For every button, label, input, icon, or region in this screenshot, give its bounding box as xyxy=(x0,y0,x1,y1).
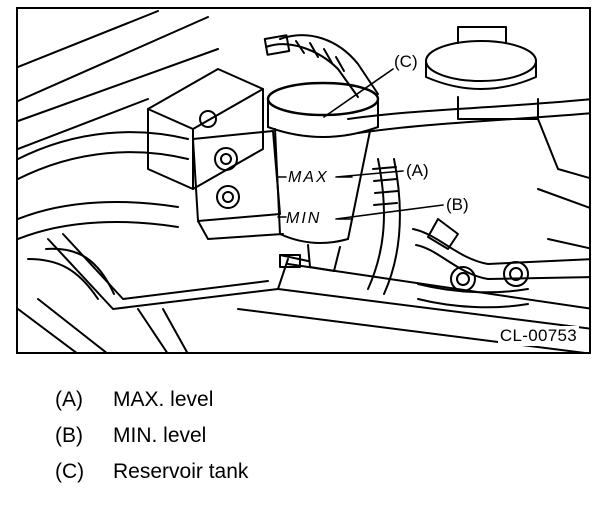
callout-legend: (A) MAX. level (B) MIN. level (C) Reserv… xyxy=(55,382,248,490)
legend-text-b: MIN. level xyxy=(113,424,207,447)
legend-key-a: (A) xyxy=(55,388,83,411)
level-ticks xyxy=(277,176,353,220)
callout-b: (B) xyxy=(446,195,469,214)
legend-text-c: Reservoir tank xyxy=(113,460,249,483)
body-panel-lines xyxy=(18,10,219,150)
side-hose xyxy=(367,158,401,295)
engine-bay-illustration: MAX MIN (A) (B) (C) xyxy=(18,10,589,352)
relay-box xyxy=(147,68,264,190)
mounting-bracket xyxy=(192,130,284,240)
top-hose xyxy=(263,34,379,98)
left-hoses xyxy=(18,131,189,300)
legend-key-c: (C) xyxy=(55,460,85,483)
lower-crossbar xyxy=(237,263,589,352)
callout-leaders xyxy=(323,68,444,220)
legend-key-b: (B) xyxy=(55,424,83,447)
legend-row-c: (C) Reservoir tank xyxy=(55,454,248,490)
callout-c: (C) xyxy=(394,52,418,71)
legend-row-b: (B) MIN. level xyxy=(55,418,248,454)
callout-a: (A) xyxy=(406,161,429,180)
min-mark: MIN xyxy=(286,210,321,227)
figure-code: CL-00753 xyxy=(497,326,579,346)
diagram-panel: MAX MIN (A) (B) (C) CL-00753 xyxy=(16,7,591,354)
right-pipes xyxy=(347,98,589,309)
legend-row-a: (A) MAX. level xyxy=(55,382,248,418)
lower-bracket xyxy=(18,233,289,352)
legend-text-a: MAX. level xyxy=(113,388,214,411)
max-mark: MAX xyxy=(288,169,329,186)
